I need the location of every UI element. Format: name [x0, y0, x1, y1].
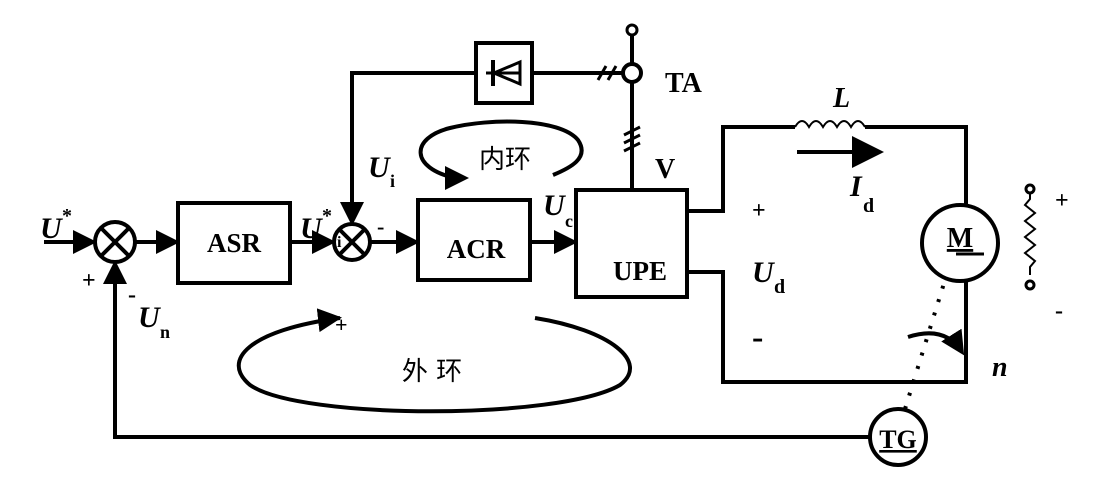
tachogenerator: [868, 407, 928, 467]
ta-label: TA: [665, 68, 703, 99]
current-reference-label: U * i: [300, 205, 342, 251]
inductor-icon: [794, 120, 866, 129]
svg-text:d: d: [863, 195, 874, 217]
rotation-arrow: [907, 328, 965, 356]
id-label: I d: [849, 170, 874, 217]
speed-plus: +: [82, 268, 96, 294]
asr-label: ASR: [207, 228, 262, 258]
svg-text:U: U: [40, 212, 63, 245]
mechanical-coupling: [903, 279, 947, 410]
ud-label: U d: [752, 256, 785, 298]
svg-text:U: U: [543, 189, 566, 222]
ud-minus: -: [752, 319, 763, 356]
field-minus: -: [1055, 298, 1063, 324]
speed-minus: -: [128, 282, 136, 308]
svg-text:d: d: [774, 276, 785, 298]
outer-loop-arrow: [236, 316, 632, 414]
current-minus: -: [377, 214, 384, 239]
inner-loop-arrow: [418, 119, 584, 180]
speed-feedback-label: U n: [138, 301, 170, 342]
current-transformer-ta: [621, 62, 643, 84]
svg-text:U: U: [138, 301, 161, 334]
svg-text:*: *: [322, 205, 332, 227]
speed-summing-junction: [93, 220, 137, 264]
outer-loop-label: 外 环: [402, 357, 462, 387]
svg-text:i: i: [337, 234, 342, 251]
svg-text:U: U: [300, 212, 323, 245]
current-feedback-label: U i: [368, 151, 395, 191]
current-feedback-line: [340, 71, 476, 226]
motor-label: M: [947, 223, 973, 254]
svg-text:U: U: [368, 151, 391, 184]
svg-text:U: U: [752, 256, 775, 289]
outer-loop-plus: +: [335, 312, 348, 337]
acr-label: ACR: [447, 234, 506, 264]
field-winding: [1023, 183, 1037, 291]
tg-label: TG: [879, 425, 917, 454]
svg-text:c: c: [565, 211, 573, 231]
upe-label: UPE: [613, 256, 667, 286]
svg-text:i: i: [390, 171, 395, 191]
armature-top-wire: [687, 125, 795, 213]
inductor-label: L: [832, 83, 850, 114]
speed-feedback-line: [103, 260, 870, 439]
motor: [920, 203, 1000, 283]
svg-text:I: I: [849, 170, 863, 203]
svg-text:n: n: [160, 322, 170, 342]
field-plus: +: [1055, 188, 1069, 214]
svg-text:n: n: [76, 234, 85, 251]
svg-text:*: *: [62, 205, 72, 227]
v-label: V: [655, 154, 675, 185]
armature-right-top-wire: [865, 125, 968, 205]
ud-plus: +: [752, 198, 766, 224]
ac-terminal: [625, 23, 639, 37]
control-voltage-label: U c: [543, 189, 573, 231]
speed-reference-label: U * n: [40, 205, 85, 251]
inner-loop-label: 内环: [479, 145, 531, 175]
speed-n-label: n: [992, 352, 1008, 383]
diode-icon: [486, 59, 522, 87]
armature-bottom-wire: [687, 270, 968, 384]
